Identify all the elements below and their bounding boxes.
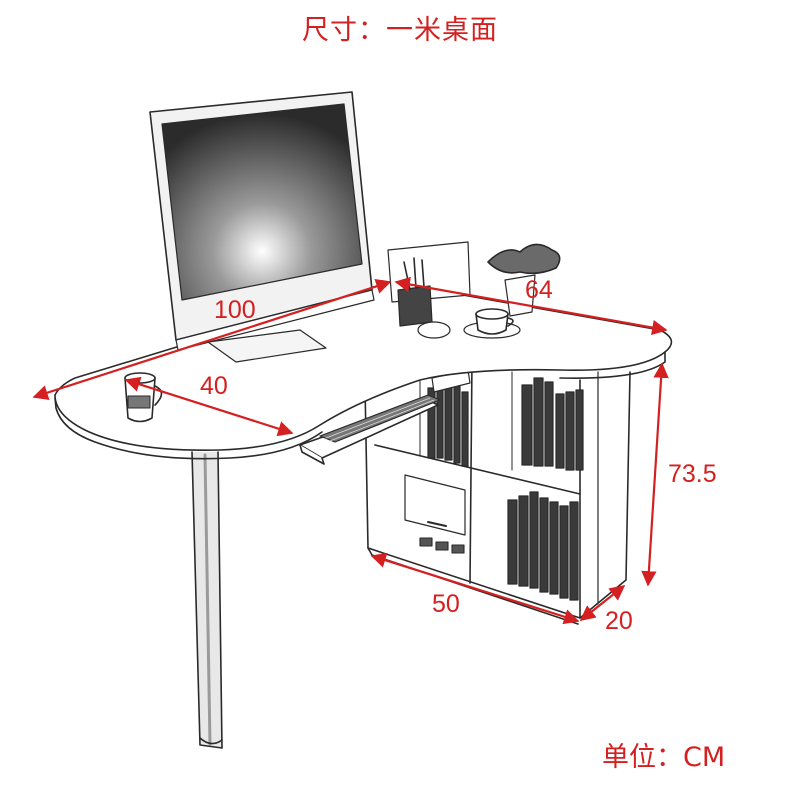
depth-label: 40 <box>200 372 228 400</box>
cabinet-width-dimension-line <box>370 552 580 625</box>
drawer-items <box>419 537 465 554</box>
unit-label: 单位：CM <box>602 742 726 773</box>
cabinet-depth-label: 20 <box>605 607 633 635</box>
cabinet-depth-dimension-line <box>579 585 626 621</box>
height-label: 73.5 <box>668 460 717 488</box>
dimension-lines <box>32 276 669 625</box>
length-label: 100 <box>214 296 256 324</box>
length-dimension-line <box>32 278 392 401</box>
desk-leg <box>191 451 223 749</box>
cabinet-width-label: 50 <box>432 590 460 618</box>
diagram-title: 尺寸：一米桌面 <box>302 15 498 46</box>
side-label: 64 <box>525 276 553 304</box>
books-upper-left <box>427 369 471 467</box>
books-lower-right <box>507 491 579 601</box>
keyboard-tray <box>299 394 441 465</box>
bookshelf-cabinet <box>364 359 631 625</box>
side-dimension-line <box>394 276 668 336</box>
height-dimension-line <box>641 362 669 587</box>
books-upper-right <box>521 377 584 471</box>
mouse <box>417 321 451 339</box>
depth-dimension-line <box>124 376 294 437</box>
